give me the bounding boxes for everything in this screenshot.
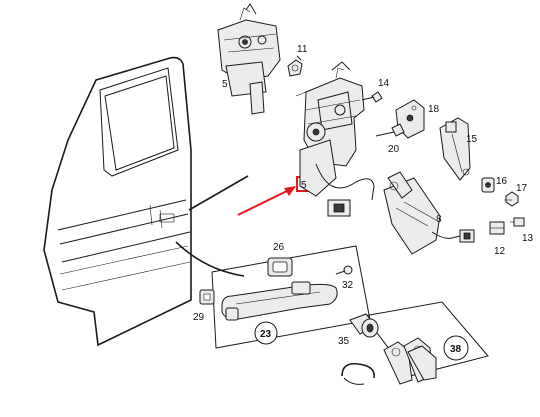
connector-13-part xyxy=(510,217,525,227)
upper-lock-assembly xyxy=(217,3,281,115)
door-handle-part xyxy=(221,281,338,321)
door-leader-upper xyxy=(188,175,249,211)
callout-23: 23 xyxy=(260,329,272,340)
callout-38-circle: 38 xyxy=(443,335,469,361)
seal-29-part xyxy=(199,289,215,305)
callout-5-upper: 5 xyxy=(222,79,228,90)
clip-part xyxy=(287,55,303,77)
callout-11: 11 xyxy=(297,44,308,55)
seal-26-part xyxy=(267,257,293,277)
door-leader-lower xyxy=(175,241,245,277)
callout-12: 12 xyxy=(494,246,506,257)
lock-cylinder-part xyxy=(349,313,379,338)
callout-5-main: 5 xyxy=(301,180,307,191)
callout-8: 8 xyxy=(436,214,442,225)
door-panel xyxy=(43,56,192,347)
connector-12-part xyxy=(489,221,505,235)
cap-16-part xyxy=(481,177,495,193)
bracket-15-part xyxy=(439,117,471,181)
highlight-arrow xyxy=(237,186,296,216)
callout-38: 38 xyxy=(450,344,462,355)
key-set-part xyxy=(383,337,437,385)
main-lock-assembly xyxy=(295,61,375,217)
screw-32-part xyxy=(335,265,353,275)
callout-23-circle: 23 xyxy=(254,321,278,345)
callout-17: 17 xyxy=(516,183,528,194)
retaining-ring-part xyxy=(341,362,375,385)
callout-16: 16 xyxy=(496,176,508,187)
actuator-8-part xyxy=(383,171,475,255)
callout-32: 32 xyxy=(342,280,354,291)
callout-18: 18 xyxy=(428,104,440,115)
callout-35: 35 xyxy=(338,336,350,347)
callout-29: 29 xyxy=(193,312,205,323)
callout-13: 13 xyxy=(522,233,534,244)
callout-14: 14 xyxy=(378,78,390,89)
nut-17-part xyxy=(504,191,519,207)
screw-20-part xyxy=(375,123,405,137)
callout-15: 15 xyxy=(466,134,478,145)
callout-20: 20 xyxy=(388,144,400,155)
screw-14-part xyxy=(361,91,383,103)
callout-26: 26 xyxy=(273,242,285,253)
